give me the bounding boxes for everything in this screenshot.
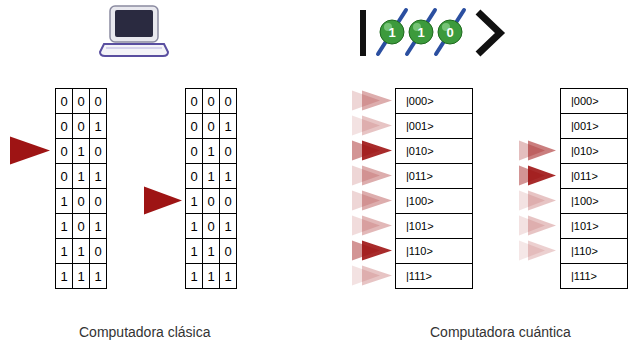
- table-cell: 1: [202, 238, 220, 264]
- qubit-value: 0: [439, 21, 461, 43]
- qubit-stick: [378, 10, 406, 54]
- table-cell: 0: [185, 138, 203, 164]
- basis-state: |110>: [395, 238, 473, 264]
- table-cell: 1: [202, 138, 220, 164]
- pointer-arrow: [362, 91, 392, 111]
- qubit-ball: [438, 20, 462, 44]
- table-cell: 0: [219, 188, 237, 214]
- pointer-arrow: [362, 141, 392, 161]
- pointer-arrow: [144, 187, 182, 215]
- table-cell: 0: [202, 213, 220, 239]
- pointer-arrow: [528, 216, 556, 236]
- table-cell: 0: [219, 238, 237, 264]
- table-cell: 0: [72, 188, 90, 214]
- table-cell: 0: [72, 88, 90, 114]
- ket-chevron: [478, 12, 500, 54]
- basis-state: |110>: [560, 238, 628, 264]
- basis-state: |000>: [560, 88, 628, 114]
- basis-state: |011>: [560, 163, 628, 189]
- table-cell: 0: [89, 138, 107, 164]
- pointer-arrow: [362, 266, 392, 286]
- ket-bar: [360, 10, 366, 56]
- table-cell: 0: [219, 138, 237, 164]
- pointer-arrow: [362, 191, 392, 211]
- qubit-stick: [407, 10, 435, 54]
- table-cell: 1: [219, 113, 237, 139]
- basis-state: |011>: [395, 163, 473, 189]
- basis-state: |101>: [560, 213, 628, 239]
- basis-state: |000>: [395, 88, 473, 114]
- basis-state: |001>: [395, 113, 473, 139]
- table-cell: 0: [202, 88, 220, 114]
- laptop-icon: [100, 6, 168, 56]
- table-cell: 0: [89, 238, 107, 264]
- basis-state: |001>: [560, 113, 628, 139]
- pointer-arrow: [362, 216, 392, 236]
- table-cell: 0: [219, 88, 237, 114]
- qubit-ball: [409, 20, 433, 44]
- table-cell: 1: [55, 213, 73, 239]
- table-cell: 1: [55, 263, 73, 289]
- caption: Computadora cuántica: [430, 322, 571, 342]
- pointer-arrow: [10, 137, 50, 165]
- table-cell: 0: [185, 163, 203, 189]
- pointer-arrow: [528, 166, 556, 186]
- table-cell: 1: [219, 213, 237, 239]
- table-cell: 1: [55, 188, 73, 214]
- pointer-arrow: [528, 191, 556, 211]
- basis-state: |010>: [395, 138, 473, 164]
- table-cell: 1: [72, 163, 90, 189]
- table-cell: 0: [55, 113, 73, 139]
- basis-state: |100>: [395, 188, 473, 214]
- table-cell: 0: [55, 138, 73, 164]
- table-cell: 0: [72, 113, 90, 139]
- table-cell: 1: [185, 238, 203, 264]
- qubit-ball: [380, 20, 404, 44]
- table-cell: 1: [185, 213, 203, 239]
- qubit-stick: [436, 10, 464, 54]
- pointer-arrow: [528, 241, 556, 261]
- table-cell: 1: [55, 238, 73, 264]
- pointer-arrow: [362, 116, 392, 136]
- table-cell: 1: [72, 138, 90, 164]
- basis-state: |101>: [395, 213, 473, 239]
- table-cell: 0: [55, 88, 73, 114]
- table-cell: 1: [89, 263, 107, 289]
- table-cell: 0: [89, 188, 107, 214]
- table-cell: 1: [202, 163, 220, 189]
- table-cell: 0: [72, 213, 90, 239]
- table-cell: 0: [185, 113, 203, 139]
- pointer-arrow: [528, 141, 556, 161]
- table-cell: 1: [219, 163, 237, 189]
- table-cell: 1: [202, 263, 220, 289]
- table-cell: 1: [89, 113, 107, 139]
- qubit-value: 1: [410, 21, 432, 43]
- basis-state: |111>: [395, 263, 473, 289]
- table-cell: 0: [55, 163, 73, 189]
- table-cell: 0: [202, 113, 220, 139]
- table-cell: 1: [89, 163, 107, 189]
- pointer-arrow: [362, 166, 392, 186]
- basis-state: |010>: [560, 138, 628, 164]
- qubit-sticks: [378, 10, 464, 54]
- table-cell: 1: [185, 263, 203, 289]
- qubit-value: 1: [381, 21, 403, 43]
- table-cell: 0: [185, 88, 203, 114]
- pointer-arrows: [10, 91, 556, 286]
- basis-state: |111>: [560, 263, 628, 289]
- table-cell: 0: [202, 188, 220, 214]
- table-cell: 0: [89, 88, 107, 114]
- table-cell: 1: [72, 238, 90, 264]
- table-cell: 1: [219, 263, 237, 289]
- caption: Computadora clásica: [79, 322, 211, 342]
- pointer-arrow: [362, 241, 392, 261]
- table-cell: 1: [185, 188, 203, 214]
- table-cell: 1: [72, 263, 90, 289]
- basis-state: |100>: [560, 188, 628, 214]
- table-cell: 1: [89, 213, 107, 239]
